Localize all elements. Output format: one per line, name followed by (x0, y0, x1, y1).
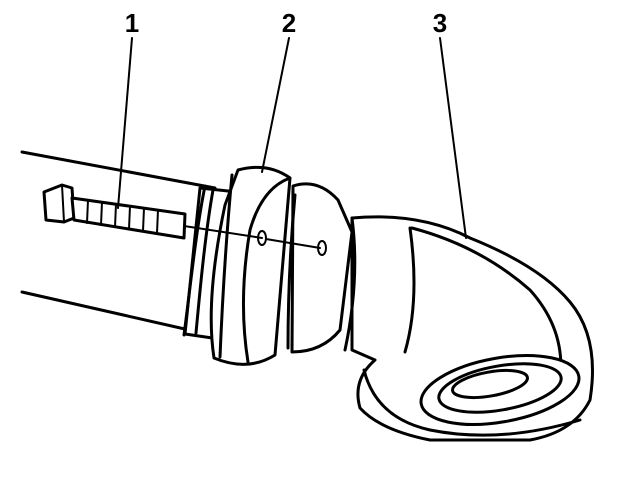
callout-label-3: 3 (433, 8, 447, 38)
pipe-collar (286, 182, 354, 354)
bolt (42, 183, 321, 249)
callout-label-1: 1 (125, 8, 139, 38)
elbow-pipe (343, 215, 594, 442)
leader-line-3 (439, 37, 467, 239)
leader-line-1 (117, 37, 133, 209)
leader-line-2 (261, 37, 290, 173)
callout-label-2: 2 (282, 8, 296, 38)
